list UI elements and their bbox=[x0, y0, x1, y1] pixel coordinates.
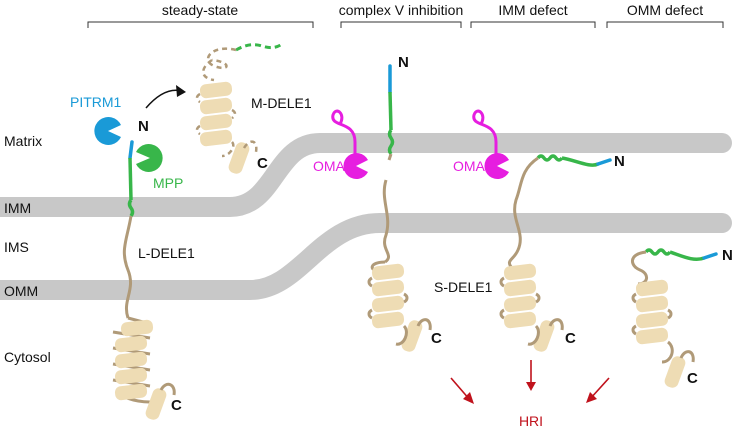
complex-v-c-terminus: C bbox=[431, 330, 442, 347]
pitrm1-pacman-icon bbox=[94, 117, 121, 146]
dele1-omm-defect-protein bbox=[631, 248, 718, 390]
oma1-complex-v bbox=[331, 109, 368, 180]
l-dele1-c-terminus: C bbox=[171, 397, 182, 414]
processing-arrow bbox=[145, 89, 183, 109]
s-dele1-imm-defect-protein bbox=[499, 154, 612, 354]
hri-arrowhead-center bbox=[526, 382, 536, 391]
m-dele1-protein bbox=[195, 42, 283, 176]
header-omm-defect: OMM defect bbox=[627, 2, 703, 18]
label-ims: IMS bbox=[4, 239, 29, 255]
label-imm: IMM bbox=[4, 200, 31, 216]
oma1-imm-defect bbox=[472, 109, 509, 180]
label-hri: HRI bbox=[519, 413, 543, 429]
label-mpp: MPP bbox=[153, 175, 183, 191]
label-oma1-imm-defect: OMA1 bbox=[453, 158, 493, 174]
label-oma1-complex-v: OMA1 bbox=[313, 158, 353, 174]
label-m-dele1: M-DELE1 bbox=[251, 95, 312, 111]
hri-arrows bbox=[450, 360, 610, 401]
header-imm-defect: IMM defect bbox=[498, 2, 567, 18]
omm-membrane bbox=[0, 213, 732, 300]
l-dele1-n-terminus: N bbox=[138, 118, 149, 135]
omm-defect-n-terminus: N bbox=[722, 247, 733, 264]
label-matrix: Matrix bbox=[4, 133, 42, 149]
complex-v-n-terminus: N bbox=[398, 54, 409, 71]
imm-defect-c-terminus: C bbox=[565, 330, 576, 347]
hri-arrowhead-right bbox=[586, 392, 597, 403]
processing-arrowhead bbox=[176, 85, 186, 97]
bracket-steady-state bbox=[87, 21, 314, 28]
bracket-complex-v bbox=[340, 21, 462, 28]
label-s-dele1: S-DELE1 bbox=[434, 279, 493, 295]
header-steady-state: steady-state bbox=[162, 2, 238, 18]
imm-defect-n-terminus: N bbox=[614, 153, 625, 170]
label-cytosol: Cytosol bbox=[4, 349, 51, 365]
label-l-dele1: L-DELE1 bbox=[138, 245, 195, 261]
s-dele1-complex-v-protein bbox=[367, 64, 432, 354]
imm-membrane bbox=[0, 133, 732, 217]
bracket-imm-defect bbox=[470, 21, 596, 28]
label-omm: OMM bbox=[4, 283, 38, 299]
hri-arrowhead-left bbox=[463, 392, 474, 404]
label-pitrm1: PITRM1 bbox=[70, 94, 122, 110]
omm-defect-c-terminus: C bbox=[687, 370, 698, 387]
l-dele1-protein bbox=[112, 140, 176, 422]
header-complex-v-inhibition: complex V inhibition bbox=[339, 2, 464, 18]
bracket-omm-defect bbox=[606, 21, 724, 28]
mpp-pacman-icon bbox=[136, 144, 163, 172]
m-dele1-c-terminus: C bbox=[257, 155, 268, 172]
